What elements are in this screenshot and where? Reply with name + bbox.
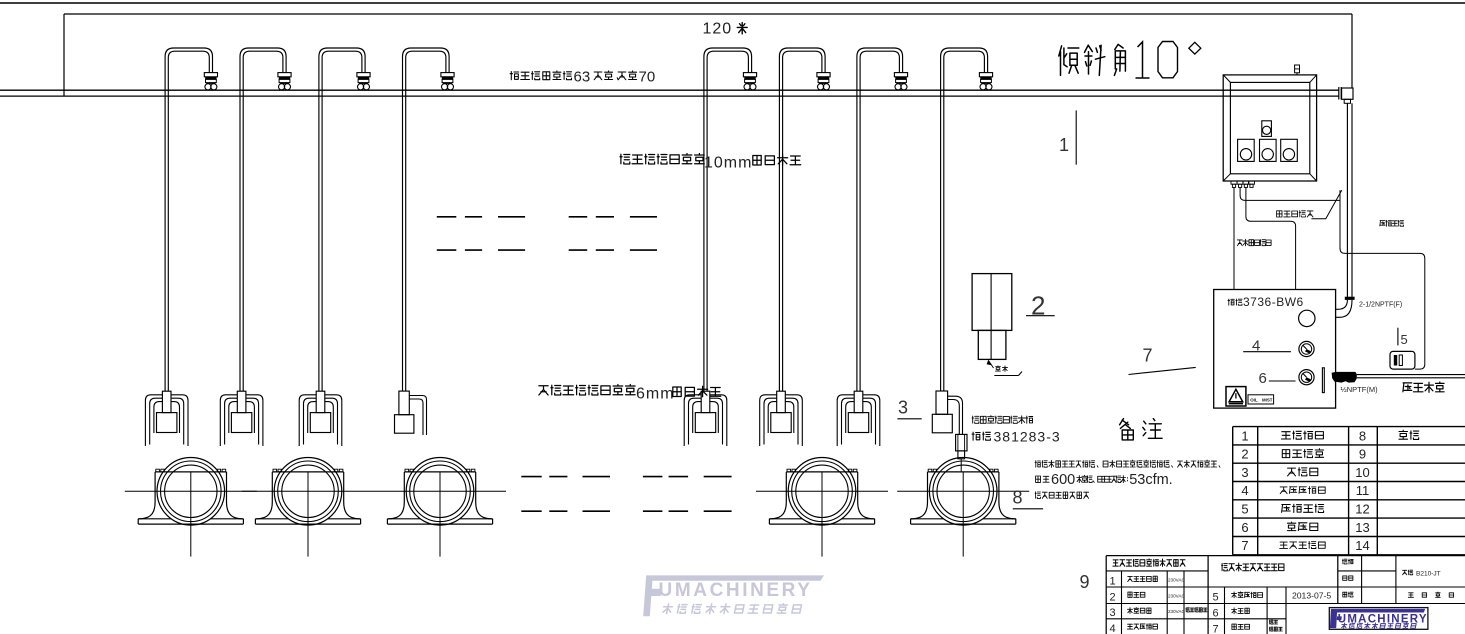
svg-text:600: 600: [1051, 472, 1075, 488]
svg-text:10: 10: [1355, 465, 1369, 480]
svg-text:9: 9: [1359, 447, 1366, 462]
svg-text:381283-3: 381283-3: [994, 429, 1061, 445]
svg-text:UMACHINERY: UMACHINERY: [1338, 613, 1428, 625]
svg-text:½NPTF(M): ½NPTF(M): [1341, 385, 1379, 394]
svg-text:3: 3: [1241, 465, 1248, 480]
svg-text:3736-BW6: 3736-BW6: [1243, 295, 1304, 309]
svg-text:6: 6: [1241, 520, 1248, 535]
svg-text:6mm: 6mm: [636, 386, 675, 403]
svg-text:53cfm.: 53cfm.: [1129, 472, 1173, 488]
svg-text:230VAC: 230VAC: [1168, 609, 1185, 614]
svg-text:230VAC: 230VAC: [1168, 577, 1185, 582]
svg-text:6: 6: [1259, 370, 1267, 387]
svg-text:MIST: MIST: [1262, 398, 1273, 403]
svg-text:1: 1: [1241, 428, 1248, 443]
svg-text:10mm: 10mm: [704, 155, 752, 172]
svg-text:9: 9: [1080, 572, 1090, 592]
svg-text:5: 5: [1241, 502, 1248, 517]
svg-text:12: 12: [1355, 502, 1369, 517]
svg-text:7: 7: [1143, 345, 1153, 365]
svg-text:11: 11: [1356, 483, 1370, 498]
svg-text:4: 4: [1110, 623, 1116, 634]
svg-text:7: 7: [1213, 623, 1219, 634]
svg-text:5: 5: [1401, 332, 1408, 347]
svg-text:8: 8: [1359, 428, 1366, 443]
svg-text:1: 1: [1110, 575, 1116, 587]
svg-text:2013-07-5: 2013-07-5: [1292, 590, 1331, 600]
svg-text:B210-JT: B210-JT: [1416, 571, 1441, 578]
svg-text:63: 63: [574, 69, 591, 86]
svg-text:2: 2: [1031, 291, 1045, 321]
svg-text:2: 2: [1241, 447, 1248, 462]
svg-text:13: 13: [1355, 520, 1369, 535]
svg-text:120: 120: [703, 21, 733, 38]
svg-text:UMACHINERY: UMACHINERY: [659, 580, 813, 601]
svg-text:2-1/2NPTF(F): 2-1/2NPTF(F): [1359, 302, 1402, 309]
svg-text:OIL: OIL: [1250, 398, 1258, 403]
svg-text:2: 2: [1110, 591, 1116, 603]
svg-text:3: 3: [898, 398, 908, 418]
svg-text:3: 3: [1110, 607, 1116, 619]
svg-text:1: 1: [1059, 135, 1069, 155]
svg-text:4: 4: [1241, 483, 1248, 498]
svg-text:14: 14: [1355, 538, 1369, 553]
svg-text:230VAC: 230VAC: [1168, 593, 1185, 598]
svg-text:8: 8: [1013, 488, 1023, 508]
svg-text:5: 5: [1213, 592, 1219, 604]
svg-text:70: 70: [639, 69, 656, 86]
svg-text:7: 7: [1241, 538, 1248, 553]
svg-text:6: 6: [1213, 607, 1219, 619]
svg-text:4: 4: [1252, 337, 1260, 354]
